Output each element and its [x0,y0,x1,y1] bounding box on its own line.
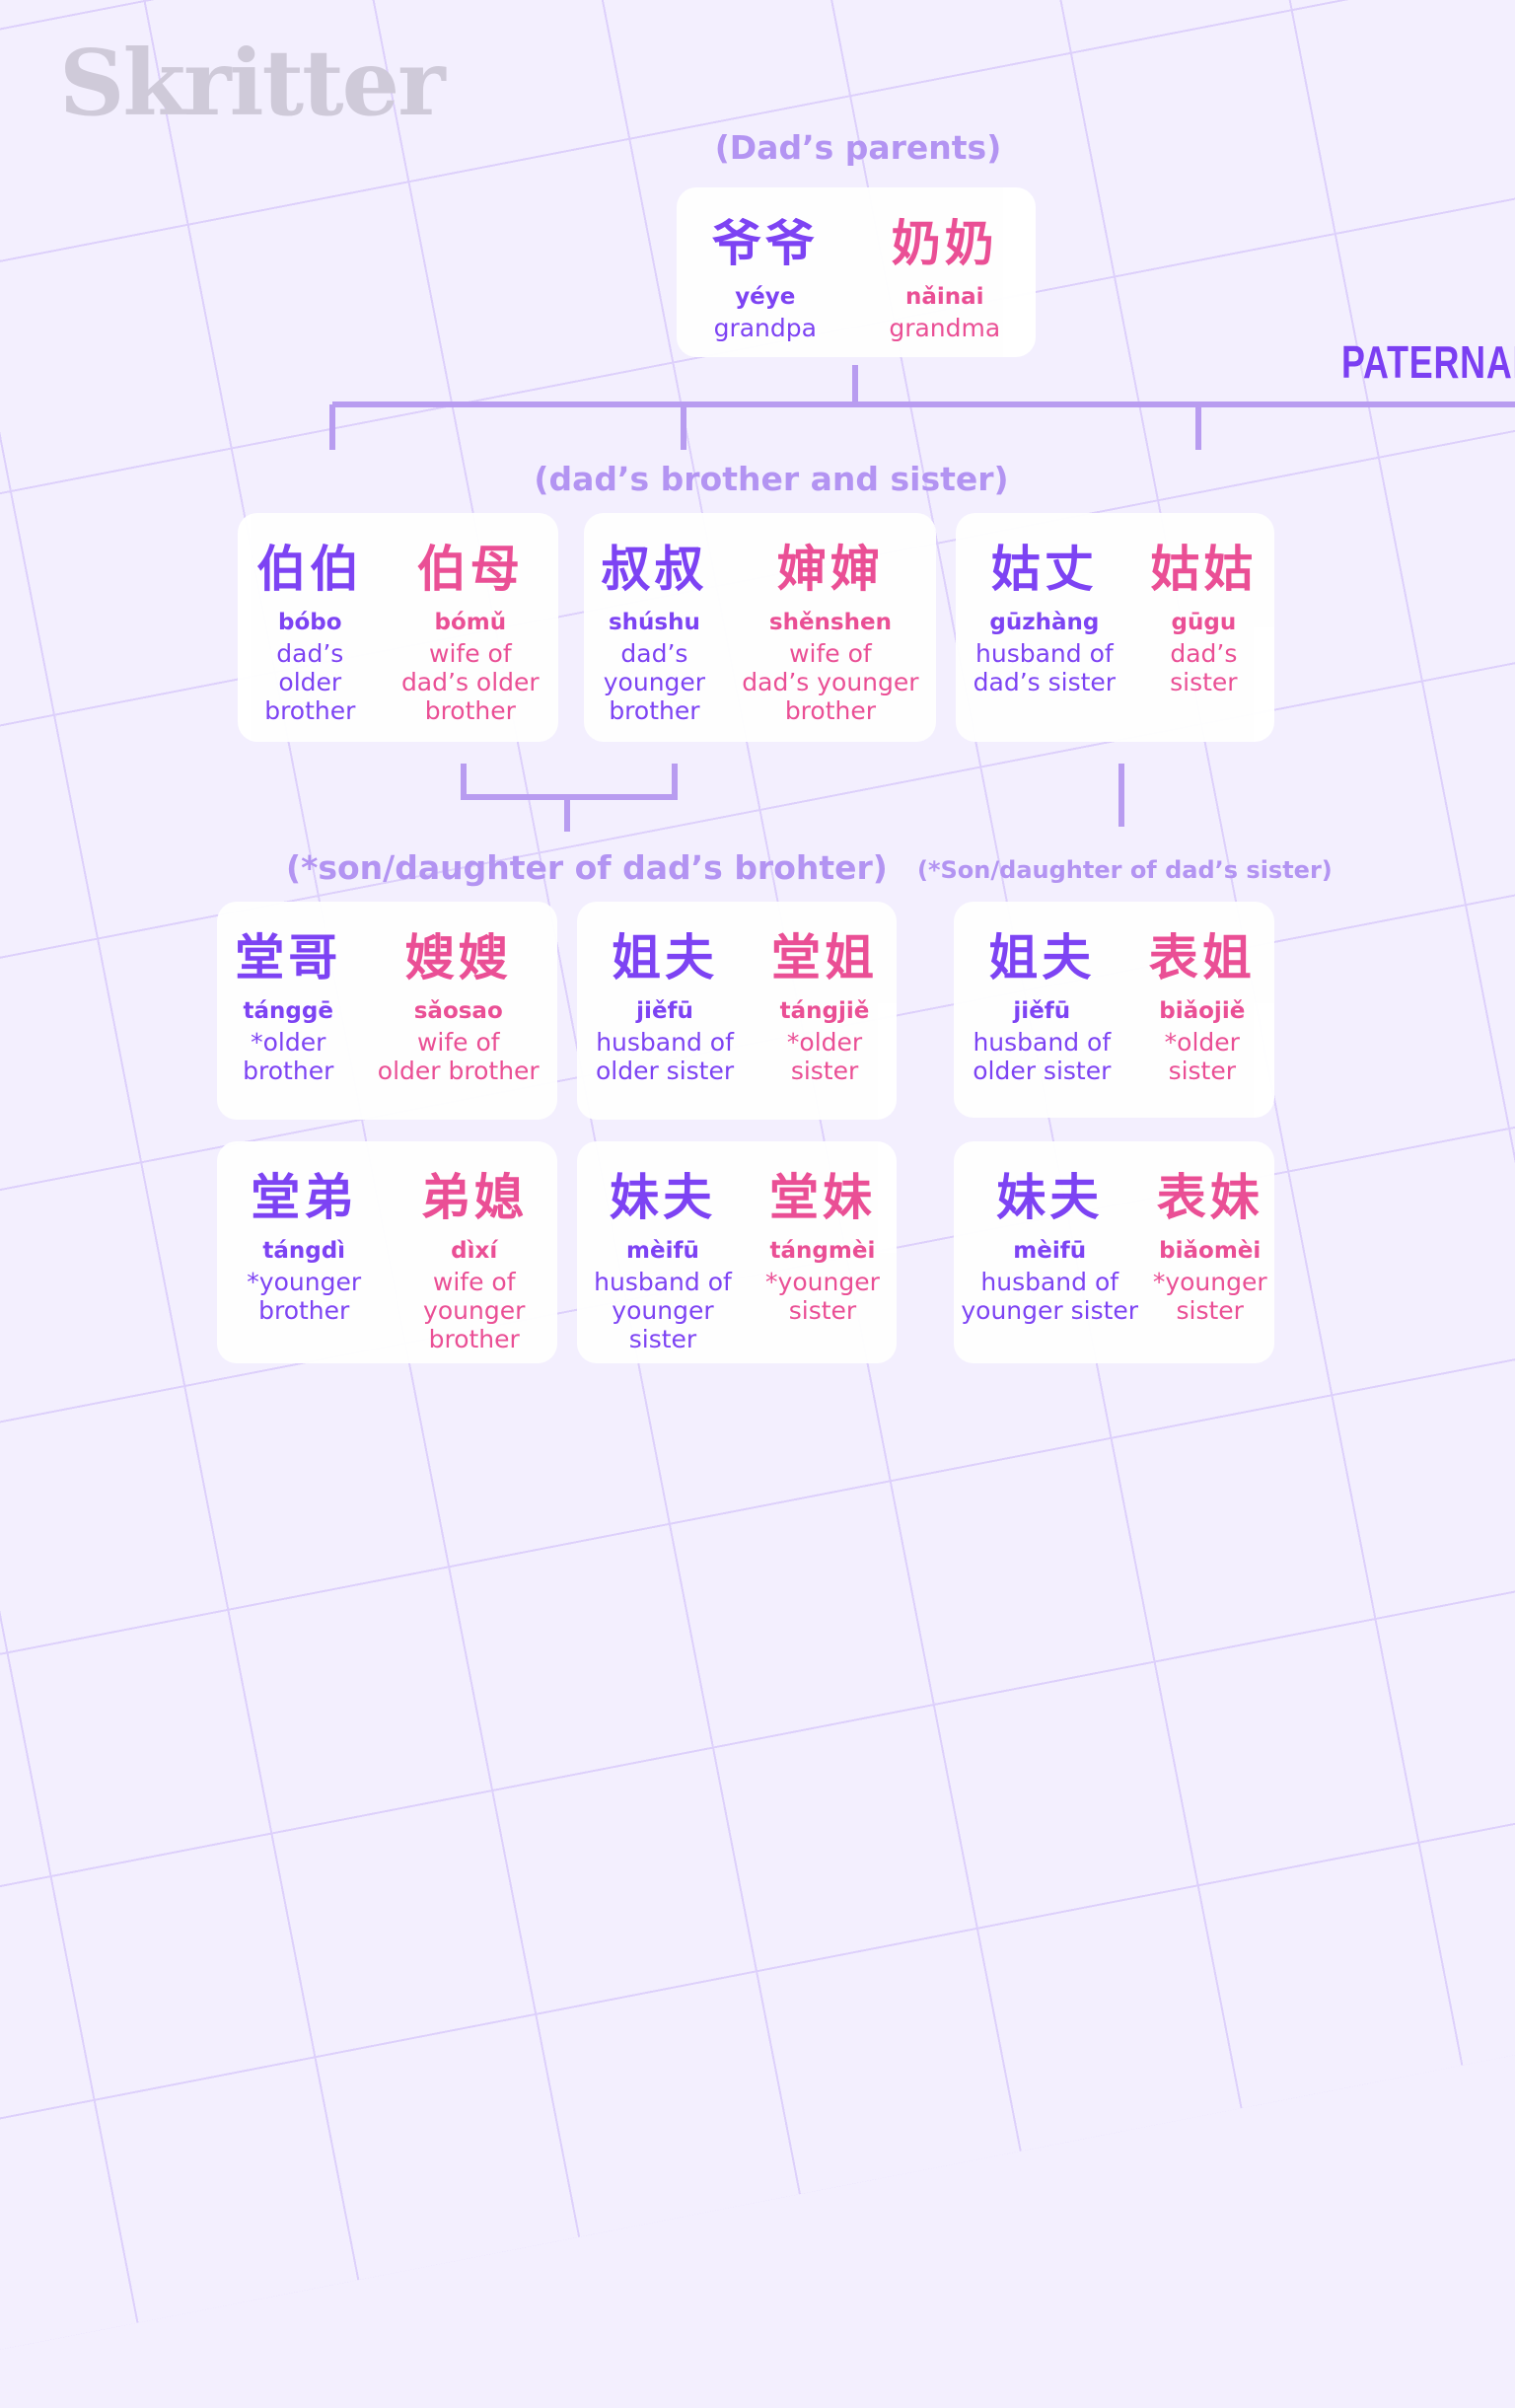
label-sister-children: (*Son/daughter of dad’s sister) [917,856,1333,884]
chinese-characters: 姑丈 [990,540,1098,598]
relative-card: 堂哥 tánggē *older brother 嫂嫂 sǎosao wife of ol… [217,902,557,1120]
male-relative: 堂哥 tánggē *older brother [235,925,341,1085]
english-meaning: grandpa [713,314,817,342]
english-meaning: wife of dad’s younger brother [742,639,919,725]
male-relative: 爷爷 yéye grandpa [712,211,819,342]
pinyin: bóbo [278,610,342,635]
connector-grandparents [329,365,1515,450]
female-relative: 奶奶 nǎinai grandma [889,211,1000,342]
english-meaning: wife of older brother [377,1028,540,1085]
female-relative: 堂姐 tángjiě *older sister [771,925,878,1085]
skritter-logo: Skritter [59,30,446,136]
english-meaning: *younger sister [765,1268,880,1325]
paternal-label: PATERNAL [1341,336,1515,388]
english-meaning: dad’s younger brother [603,639,706,725]
pinyin: tánggē [243,998,333,1024]
chinese-characters: 表妹 [1156,1168,1263,1226]
relative-card: 爷爷 yéye grandpa 奶奶 nǎinai grandma [677,187,1036,357]
male-relative: 叔叔 shúshu dad’s younger brother [601,537,707,725]
chinese-characters: 堂妹 [768,1168,876,1226]
relative-card: 姑丈 gūzhàng husband of dad’s sister 姑姑 gūgu da… [956,513,1274,742]
family-tree-connectors [329,365,1515,832]
male-relative: 妹夫 mèifū husband of younger sister [961,1165,1138,1325]
female-relative: 堂妹 tángmèi *younger sister [765,1165,880,1325]
male-relative: 姐夫 jiěfū husband of older sister [973,925,1111,1085]
chinese-characters: 爷爷 [711,214,819,272]
english-meaning: husband of older sister [595,1028,735,1085]
pinyin: jiěfū [636,998,693,1024]
english-meaning: *younger sister [1152,1268,1267,1325]
english-meaning: wife of younger brother [423,1268,526,1353]
chinese-characters: 嫂嫂 [404,928,512,986]
chinese-characters: 姑姑 [1150,540,1258,598]
english-meaning: husband of younger sister [594,1268,732,1353]
pinyin: gūzhàng [989,610,1100,635]
english-meaning: wife of dad’s older brother [400,639,540,725]
chinese-characters: 姐夫 [988,928,1096,986]
pinyin: sǎosao [413,998,503,1024]
relative-card: 姐夫 jiěfū husband of older sister 表姐 biǎojiě *… [954,902,1274,1118]
chinese-characters: 弟媳 [420,1168,528,1226]
relative-card: 叔叔 shúshu dad’s younger brother 婶婶 shěnshen w… [584,513,936,742]
connector-brothers-children [461,764,678,832]
chinese-characters: 堂姐 [771,928,879,986]
chinese-characters: 奶奶 [891,214,998,272]
male-relative: 堂弟 tángdì *younger brother [247,1165,361,1325]
male-relative: 姑丈 gūzhàng husband of dad’s sister [974,537,1116,696]
label-brother-children: (*son/daughter of dad’s brohter) [286,848,888,887]
female-relative: 嫂嫂 sǎosao wife of older brother [378,925,540,1085]
relative-card: 伯伯 bóbo dad’s older brother 伯母 bómǔ wife of d… [238,513,558,742]
female-relative: 表妹 biǎomèi *younger sister [1153,1165,1267,1325]
pinyin: tángjiě [779,998,870,1024]
english-meaning: dad’s older brother [264,639,356,725]
english-meaning: husband of dad’s sister [973,639,1117,696]
female-relative: 姑姑 gūgu dad’s sister [1150,537,1257,696]
relative-card: 姐夫 jiěfū husband of older sister 堂姐 tángjiě *… [577,902,897,1120]
male-relative: 姐夫 jiěfū husband of older sister [596,925,734,1085]
relative-card: 堂弟 tángdì *younger brother 弟媳 dìxí wife of yo… [217,1141,557,1363]
pinyin: tángmèi [769,1238,876,1264]
english-meaning: *younger brother [247,1268,362,1325]
chinese-characters: 表姐 [1148,928,1256,986]
pinyin: mèifū [626,1238,699,1264]
relative-card: 妹夫 mèifū husband of younger sister 堂妹 tángmè… [577,1141,897,1363]
label-dads-siblings: (dad’s brother and sister) [534,460,1009,498]
english-meaning: husband of younger sister [961,1268,1139,1325]
pinyin: tángdì [262,1238,346,1264]
relative-card: 妹夫 mèifū husband of younger sister 表妹 biǎomè… [954,1141,1274,1363]
female-relative: 伯母 bómǔ wife of dad’s older brother [401,537,540,725]
english-meaning: *older brother [243,1028,334,1085]
chinese-characters: 姐夫 [612,928,719,986]
chinese-characters: 伯伯 [256,540,364,598]
male-relative: 伯伯 bóbo dad’s older brother [256,537,363,725]
female-relative: 表姐 biǎojiě *older sister [1149,925,1256,1085]
pinyin: shúshu [608,610,700,635]
english-meaning: grandma [889,314,1001,342]
pinyin: biǎojiě [1159,998,1246,1024]
chinese-characters: 妹夫 [609,1168,716,1226]
english-meaning: *older sister [1164,1028,1240,1085]
male-relative: 妹夫 mèifū husband of younger sister [594,1165,732,1353]
chinese-characters: 叔叔 [601,540,708,598]
pinyin: shěnshen [768,610,892,635]
chinese-characters: 堂哥 [235,928,342,986]
english-meaning: dad’s sister [1170,639,1238,696]
english-meaning: *older sister [786,1028,863,1085]
chinese-characters: 婶婶 [776,540,884,598]
pinyin: bómǔ [434,610,507,635]
pinyin: nǎinai [904,284,984,310]
pinyin: mèifū [1013,1238,1087,1264]
female-relative: 弟媳 dìxí wife of younger brother [421,1165,528,1353]
pinyin: yéye [735,284,796,310]
chinese-characters: 堂弟 [251,1168,358,1226]
pinyin: gūgu [1171,610,1237,635]
label-dads-parents: (Dad’s parents) [714,128,1002,167]
english-meaning: husband of older sister [973,1028,1112,1085]
female-relative: 婶婶 shěnshen wife of dad’s younger brother [742,537,918,725]
pinyin: biǎomèi [1159,1238,1262,1264]
pinyin: dìxí [451,1238,498,1264]
chinese-characters: 妹夫 [996,1168,1104,1226]
pinyin: jiěfū [1013,998,1071,1024]
chinese-characters: 伯母 [416,540,524,598]
